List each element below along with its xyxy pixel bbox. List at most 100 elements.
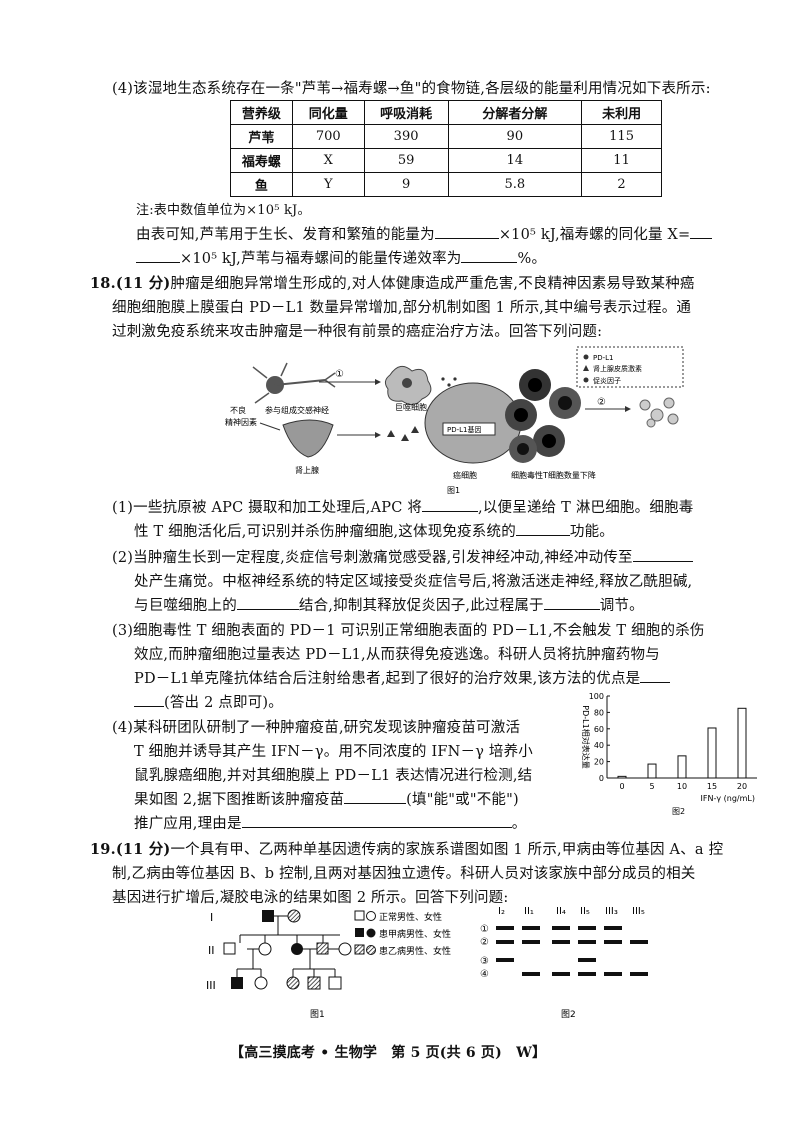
- answer-blank[interactable]: [640, 669, 671, 683]
- legend-hormone: 肾上腺皮质激素: [593, 364, 642, 373]
- step-1-label: ①: [335, 369, 344, 380]
- q17-line1: 由表可知,芦苇用于生长、发育和繁殖的能量为×10⁵ kJ,福寿螺的同化量 X=: [136, 223, 713, 244]
- gel-lane-label: I₂: [498, 906, 505, 917]
- bar: [647, 763, 657, 779]
- q18-p1-line2: 性 T 细胞活化后,可识别并杀伤肿瘤细胞,这体现免疫系统的功能。: [134, 522, 615, 540]
- q18-stem-line3: 过刺激免疫系统来攻击肿瘤是一种很有前景的癌症治疗方法。回答下列问题:: [112, 324, 603, 340]
- normal-female-icon: [338, 942, 352, 956]
- answer-blank[interactable]: [632, 548, 693, 562]
- answer-blank[interactable]: [515, 522, 570, 536]
- q18-stem-line2: 细胞细胞膜上膜蛋白 PD－L1 数量异常增加,部分机制如图 1 所示,其中编号表…: [112, 300, 692, 316]
- band-label: ②: [480, 937, 489, 948]
- q18-p1-line1: (1)一些抗原被 APC 摄取和加工处理后,APC 将,以便呈递给 T 淋巴细胞…: [112, 498, 694, 516]
- affected-male-b-icon: [307, 976, 321, 990]
- q18-p4-line2: T 细胞并诱导其产生 IFN－γ。用不同浓度的 IFN－γ 培养小: [134, 744, 533, 760]
- q18-p3-line2: 效应,而肿瘤细胞过量表达 PD－L1,从而获得免疫逃逸。科研人员将抗肿瘤药物与: [134, 647, 660, 663]
- generation-I: I: [210, 911, 213, 924]
- x-tick-label: 10: [677, 782, 687, 791]
- affected-male-icon: [231, 977, 243, 989]
- gel-lane-label: II₄: [556, 906, 566, 917]
- generation-III: III: [206, 979, 216, 992]
- y-tick-label: 40: [594, 741, 604, 750]
- q18-p2-line3: 与巨噬细胞上的结合,抑制其释放促炎因子,此过程属于调节。: [134, 596, 644, 614]
- q17-intro: (4)该湿地生态系统存在一条"芦苇→福寿螺→鱼"的食物链,各层级的能量利用情况如…: [112, 81, 711, 97]
- affected-male-b-icon: [316, 942, 329, 955]
- bar: [707, 727, 717, 779]
- table-cell: 390: [363, 124, 449, 149]
- t-cell-cluster: [505, 369, 581, 463]
- answer-blank[interactable]: [434, 225, 499, 239]
- table-cell: 芦苇: [230, 124, 293, 149]
- energy-table: 营养级 同化量 呼吸消耗 分解者分解 未利用 芦苇 700 390 90 115…: [230, 100, 662, 197]
- q18-p3-line3: PD－L1单克隆抗体结合后注射给患者,起到了很好的治疗效果,该方法的优点是: [134, 667, 671, 688]
- hormone-triangles: [387, 426, 419, 441]
- table-cell: 福寿螺: [230, 148, 293, 173]
- figure-2-caption: 图2: [672, 807, 685, 816]
- gel-lane-label: III₅: [632, 906, 645, 917]
- q19-stem-line3: 基因进行扩增后,凝胶电泳的结果如图 2 所示。回答下列问题:: [112, 890, 509, 906]
- x-tick-label: 5: [649, 782, 654, 791]
- affected-female-a-icon: [291, 943, 303, 955]
- table-header: 分解者分解: [447, 100, 583, 125]
- q18-p4-line4: 果如图 2,据下图推断该肿瘤疫苗(填"能"或"不能"): [134, 790, 519, 808]
- y-axis-label: PD-L1相对表达量: [581, 705, 591, 768]
- y-tick-label: 20: [594, 758, 604, 767]
- step-2-label: ②: [597, 397, 606, 408]
- page-footer: 【高三摸底考 • 生物学 第 5 页(共 6 页) W】: [230, 1045, 547, 1061]
- table-row: 鱼 Y 9 5.8 2: [230, 172, 662, 197]
- table-header: 同化量: [291, 100, 365, 125]
- gel-lane-label: III₃: [605, 906, 618, 917]
- gel-bands: [496, 926, 648, 976]
- q18-p3-line4: (答出 2 点即可)。: [134, 691, 283, 712]
- legend-disease-b: 患乙病男性、女性: [379, 945, 451, 957]
- bar: [617, 775, 627, 779]
- answer-blank[interactable]: [422, 498, 479, 512]
- legend-disease-a: 患甲病男性、女性: [379, 928, 451, 940]
- y-tick-label: 80: [594, 708, 604, 717]
- x-axis-label: IFN-γ (ng/mL): [701, 794, 755, 803]
- gel-electrophoresis-figure: I₂ II₁ II₄ II₅ III₃ III₅ ① ② ③ ④ 图2: [480, 906, 648, 1020]
- q18-p4-line1: (4)某科研团队研制了一种肿瘤疫苗,研究发现该肿瘤疫苗可激活: [112, 720, 521, 736]
- answer-blank[interactable]: [690, 225, 713, 239]
- affected-female-b-icon: [287, 909, 301, 923]
- table-header-row: 营养级 同化量 呼吸消耗 分解者分解 未利用: [230, 100, 662, 125]
- table-header: 未利用: [581, 100, 662, 125]
- adrenal-label: 肾上腺: [295, 465, 319, 475]
- legend-normal: 正常男性、女性: [379, 911, 442, 923]
- normal-female-icon: [254, 976, 268, 990]
- cancer-label: 癌细胞: [453, 470, 477, 480]
- table-header: 营养级: [230, 100, 293, 125]
- q17-line2: ×10⁵ kJ,芦苇与福寿螺间的能量传递效率为%。: [136, 247, 546, 268]
- figure-legend: [576, 346, 684, 388]
- answer-blank[interactable]: [236, 596, 299, 610]
- answer-blank[interactable]: [241, 814, 512, 828]
- generation-II: II: [208, 944, 215, 957]
- gene-label: PD-L1基因: [447, 425, 482, 434]
- y-tick-label: 0: [599, 774, 604, 783]
- bad-factor-label-2: 精神因素: [225, 417, 257, 427]
- pedigree-caption: 图1: [310, 1009, 325, 1020]
- affected-male-icon: [262, 910, 274, 922]
- q18-stem-line1: 18.(11 分)肿瘤是细胞异常增生形成的,对人体健康造成严重危害,不良精神因素…: [90, 275, 695, 292]
- table-cell: Y: [291, 172, 365, 197]
- q19-stem-line2: 制,乙病由等位基因 B、b 控制,且两对基因独立遗传。科研人员对该家族中部分成员…: [112, 866, 696, 882]
- neuron-icon: [252, 362, 336, 404]
- answer-blank[interactable]: [136, 249, 180, 263]
- table-cell: 90: [447, 124, 583, 149]
- affected-female-b-icon: [286, 976, 300, 990]
- answer-blank[interactable]: [543, 596, 600, 610]
- answer-blank[interactable]: [344, 790, 407, 804]
- table-cell: 11: [581, 148, 662, 173]
- cancer-cell-icon: [424, 382, 522, 464]
- mechanism-figure: 参与组成交感神经 ① 巨噬细胞 不良 精神因素 肾上腺 PD-L1基因 癌细胞 …: [225, 346, 684, 495]
- adrenal-gland-icon: [282, 419, 334, 458]
- x-tick-label: 0: [619, 782, 624, 791]
- normal-female-icon: [258, 942, 272, 956]
- x-tick-label: 20: [737, 782, 747, 791]
- gel-lane-label: II₁: [524, 906, 534, 917]
- q19-stem-line1: 19.(11 分)一个具有甲、乙两种单基因遗传病的家族系谱图如图 1 所示,甲病…: [90, 841, 724, 858]
- answer-blank[interactable]: [461, 249, 518, 263]
- answer-blank[interactable]: [134, 693, 164, 707]
- table-cell: 700: [291, 124, 365, 149]
